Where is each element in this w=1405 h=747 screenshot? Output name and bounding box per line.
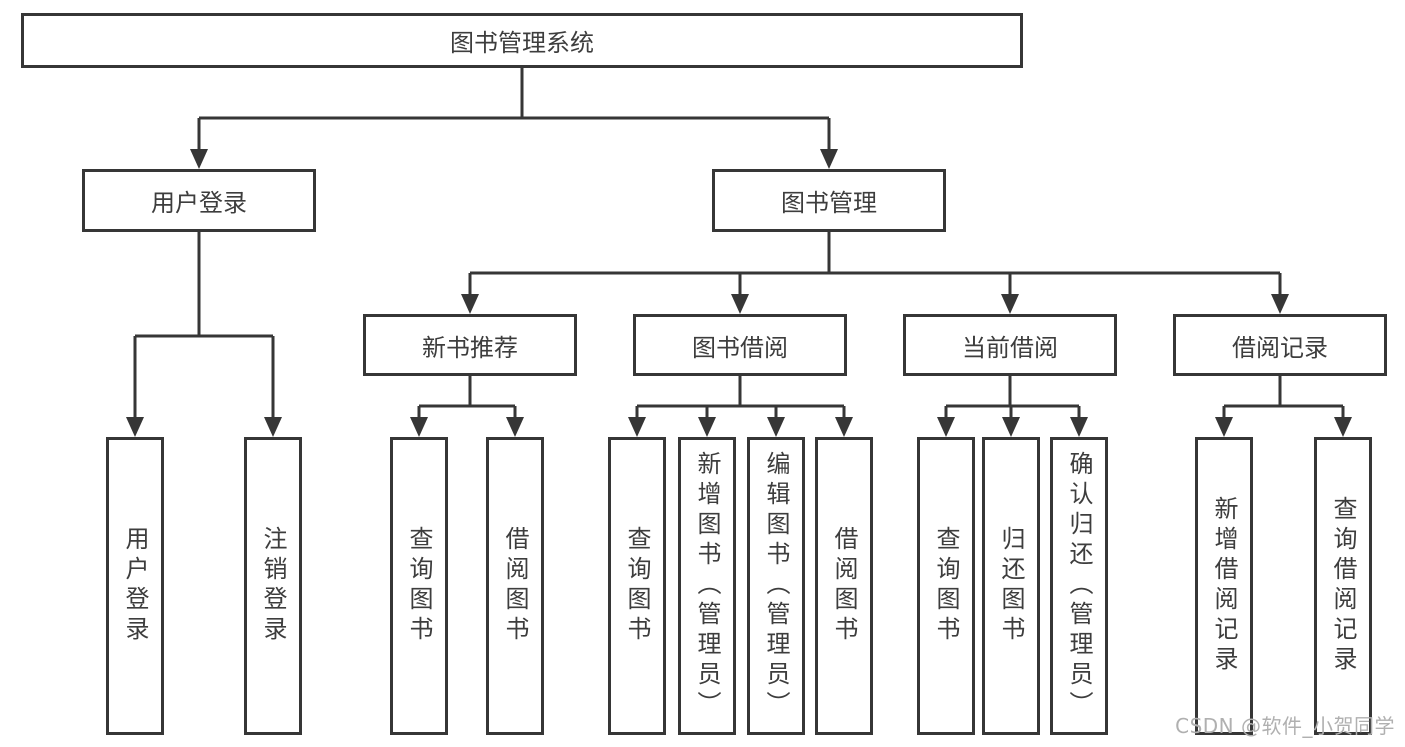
node-book-borrow: 图书借阅	[633, 314, 847, 376]
node-leaf-records-add: 新增借阅记录	[1195, 437, 1253, 735]
arrowhead-icon	[1271, 294, 1289, 314]
node-root: 图书管理系统	[21, 13, 1023, 68]
arrowhead-icon	[937, 417, 955, 437]
node-leaf-records-add-label: 新增借阅记录	[1210, 496, 1238, 676]
node-book-management: 图书管理	[712, 169, 946, 232]
node-leaf-user-login: 用户登录	[106, 437, 164, 735]
node-borrow-records-label: 借阅记录	[1232, 333, 1328, 362]
node-new-book-recommend-label: 新书推荐	[422, 333, 518, 362]
node-leaf-logout-label: 注销登录	[259, 526, 287, 646]
arrowhead-icon	[731, 294, 749, 314]
arrowhead-icon	[767, 417, 785, 437]
node-leaf-records-query: 查询借阅记录	[1314, 437, 1372, 735]
node-book-management-label: 图书管理	[781, 189, 877, 217]
node-leaf-logout: 注销登录	[244, 437, 302, 735]
node-user-login: 用户登录	[82, 169, 316, 232]
node-leaf-borrow-add-admin-label: 新增图书（管理员）	[693, 451, 721, 721]
node-leaf-borrow-borrow: 借阅图书	[815, 437, 873, 735]
arrowhead-icon	[1215, 417, 1233, 437]
node-leaf-current-return-label: 归还图书	[997, 526, 1025, 646]
arrowhead-icon	[190, 149, 208, 169]
node-leaf-newbook-borrow-label: 借阅图书	[501, 526, 529, 646]
node-user-login-label: 用户登录	[151, 189, 247, 217]
node-book-borrow-label: 图书借阅	[692, 333, 788, 362]
arrowhead-icon	[126, 417, 144, 437]
arrowhead-icon	[820, 149, 838, 169]
node-leaf-borrow-borrow-label: 借阅图书	[830, 526, 858, 646]
node-leaf-borrow-add-admin: 新增图书（管理员）	[678, 437, 736, 735]
node-borrow-records: 借阅记录	[1173, 314, 1387, 376]
node-leaf-current-confirm-admin-label: 确认归还（管理员）	[1065, 451, 1093, 721]
arrowhead-icon	[506, 417, 524, 437]
arrowhead-icon	[698, 417, 716, 437]
node-new-book-recommend: 新书推荐	[363, 314, 577, 376]
node-leaf-records-query-label: 查询借阅记录	[1329, 496, 1357, 676]
arrowhead-icon	[461, 294, 479, 314]
arrowhead-icon	[1001, 294, 1019, 314]
node-leaf-borrow-query-label: 查询图书	[623, 526, 651, 646]
node-root-label: 图书管理系统	[450, 29, 594, 57]
arrowhead-icon	[628, 417, 646, 437]
node-current-borrow-label: 当前借阅	[962, 333, 1058, 362]
node-leaf-current-confirm-admin: 确认归还（管理员）	[1050, 437, 1108, 735]
node-leaf-borrow-edit-admin-label: 编辑图书（管理员）	[762, 451, 790, 721]
arrowhead-icon	[1002, 417, 1020, 437]
arrowhead-icon	[1070, 417, 1088, 437]
node-leaf-current-query: 查询图书	[917, 437, 975, 735]
arrowhead-icon	[410, 417, 428, 437]
node-leaf-current-return: 归还图书	[982, 437, 1040, 735]
node-leaf-user-login-label: 用户登录	[121, 526, 149, 646]
connector-skeleton	[135, 68, 1343, 408]
node-leaf-newbook-query: 查询图书	[390, 437, 448, 735]
csdn-watermark: CSDN @软件_小贺同学	[1175, 714, 1395, 738]
node-leaf-borrow-edit-admin: 编辑图书（管理员）	[747, 437, 805, 735]
arrowhead-icon	[1334, 417, 1352, 437]
node-current-borrow: 当前借阅	[903, 314, 1117, 376]
arrowhead-icon	[264, 417, 282, 437]
node-leaf-newbook-borrow: 借阅图书	[486, 437, 544, 735]
node-leaf-borrow-query: 查询图书	[608, 437, 666, 735]
node-leaf-newbook-query-label: 查询图书	[405, 526, 433, 646]
arrowhead-icon	[835, 417, 853, 437]
connector-arrows	[126, 118, 1352, 437]
node-leaf-current-query-label: 查询图书	[932, 526, 960, 646]
